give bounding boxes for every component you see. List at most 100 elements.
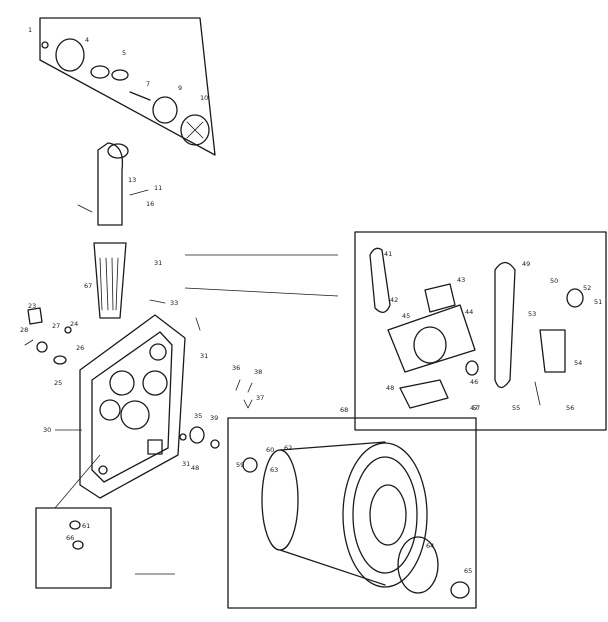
label-48b: 48 — [386, 384, 394, 392]
drum-top-edge — [279, 441, 386, 451]
motor-assembly-group — [184, 231, 607, 431]
label-38: 38 — [254, 368, 262, 376]
part-38 — [247, 382, 253, 393]
blower-seal — [111, 69, 129, 81]
label-23: 23 — [28, 302, 36, 310]
drum-bottom-edge — [279, 549, 386, 586]
motor-bracket — [424, 283, 456, 313]
label-36: 36 — [232, 364, 240, 372]
drum-seal — [397, 536, 439, 594]
drum-box — [227, 417, 477, 609]
blower-screw — [41, 41, 49, 49]
blower-wheel — [180, 114, 210, 146]
inset-part — [72, 540, 84, 550]
label-30: 30 — [43, 426, 51, 434]
duct-clip — [77, 204, 93, 213]
part-23 — [27, 307, 43, 325]
label-51: 51 — [594, 298, 602, 306]
bulkhead-panel — [79, 314, 186, 499]
blower-plate — [55, 38, 85, 72]
label-56: 56 — [566, 404, 574, 412]
label-27: 27 — [52, 322, 60, 330]
label-31c: 31 — [182, 460, 190, 468]
exhaust-duct-opening — [107, 143, 129, 159]
motor-box — [354, 231, 607, 431]
blower-bearing — [90, 65, 110, 79]
label-68: 68 — [340, 406, 348, 414]
drum-opening — [369, 484, 407, 546]
bulkhead-hole — [149, 343, 167, 361]
drum-front — [342, 442, 428, 588]
label-66: 66 — [66, 534, 74, 542]
blower-housing-group — [39, 17, 216, 156]
label-52: 52 — [583, 284, 591, 292]
label-41: 41 — [384, 250, 392, 258]
label-48: 48 — [191, 464, 199, 472]
part-34 — [179, 433, 187, 441]
label-1: 1 — [28, 26, 32, 34]
part-35 — [189, 426, 205, 444]
label-55: 55 — [512, 404, 520, 412]
label-64: 64 — [426, 542, 434, 550]
bulkhead-tab — [147, 439, 163, 455]
label-16: 16 — [146, 200, 154, 208]
label-45: 45 — [402, 312, 410, 320]
blower-group-outline — [39, 17, 216, 156]
label-26: 26 — [76, 344, 84, 352]
label-59: 59 — [236, 461, 244, 469]
label-60: 60 — [266, 446, 274, 454]
bulkhead-hole — [109, 370, 135, 396]
exhaust-duct-group — [77, 142, 149, 226]
drum-roller — [450, 581, 470, 599]
blower-shaft — [129, 91, 151, 101]
motor-cradle — [399, 379, 449, 409]
lint-housing — [93, 242, 127, 319]
label-10: 10 — [200, 94, 208, 102]
label-65: 65 — [464, 567, 472, 575]
label-7: 7 — [146, 80, 150, 88]
left-small-parts — [24, 307, 72, 365]
label-61: 61 — [82, 522, 90, 530]
label-44: 44 — [465, 308, 473, 316]
label-62: 62 — [284, 444, 292, 452]
label-63: 63 — [270, 466, 278, 474]
label-11: 11 — [154, 184, 162, 192]
label-5: 5 — [122, 49, 126, 57]
center-small-parts — [149, 299, 253, 449]
bulkhead-inner — [91, 331, 173, 483]
drum-bearing — [242, 457, 258, 473]
label-39: 39 — [210, 414, 218, 422]
exhaust-duct — [97, 142, 124, 226]
label-31: 31 — [154, 259, 162, 267]
drum-front-ring — [352, 456, 418, 574]
drive-belt — [494, 261, 516, 389]
idler-bracket — [539, 329, 566, 373]
motor-body — [413, 326, 447, 364]
label-47: 47 — [470, 404, 478, 412]
duct-screw — [129, 189, 149, 196]
drum-assembly-group — [135, 417, 477, 609]
inset-part — [69, 520, 81, 530]
inset-box — [35, 507, 112, 589]
bulkhead-hole — [142, 370, 168, 396]
motor-pulley — [465, 360, 479, 376]
bulkhead-center-hole — [120, 400, 150, 430]
idler-spring — [534, 381, 541, 406]
idler-pulley — [566, 288, 584, 308]
label-53: 53 — [528, 310, 536, 318]
label-13: 13 — [128, 176, 136, 184]
label-24: 24 — [70, 320, 78, 328]
label-9: 9 — [178, 84, 182, 92]
blower-disc — [152, 96, 178, 124]
label-35: 35 — [194, 412, 202, 420]
part-24 — [64, 326, 72, 334]
label-42: 42 — [390, 296, 398, 304]
label-46: 46 — [470, 378, 478, 386]
bulkhead-hole — [99, 399, 121, 421]
leader-line — [54, 454, 101, 509]
label-54: 54 — [574, 359, 582, 367]
bulkhead-foot — [98, 465, 108, 475]
part-37 — [243, 399, 253, 409]
